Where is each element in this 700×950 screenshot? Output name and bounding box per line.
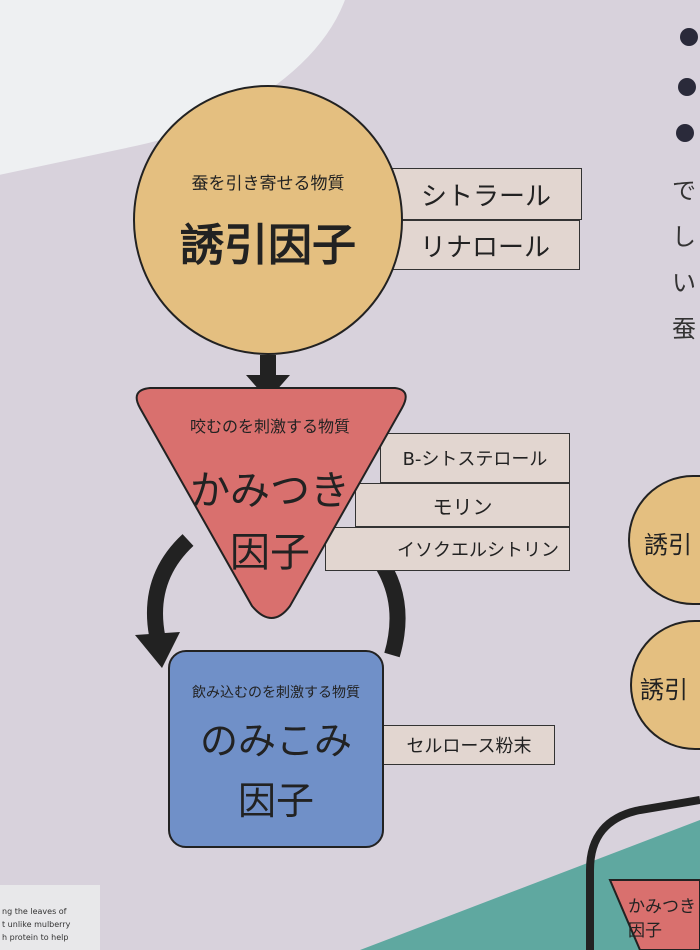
compound-label: セルロース粉末 — [406, 736, 532, 757]
swallowing-factor-box: 飲み込むのを刺激する物質 のみこみ 因子 — [168, 650, 384, 848]
compound-label: B-シトステロール — [402, 449, 548, 470]
compound-label: シトラール — [420, 181, 551, 212]
text-char: 蚕 — [672, 315, 696, 343]
attractant-subtitle: 蚕を引き寄せる物質 — [191, 174, 345, 194]
swallowing-title-line2: 因子 — [237, 779, 314, 823]
footnote-line: ng the leaves of — [2, 907, 67, 916]
text-char: で — [672, 177, 696, 205]
footnote: ng the leaves of t unlike mulberry h pro… — [0, 885, 100, 950]
label-line: かみつき — [628, 897, 696, 917]
compound-label: イソクエルシトリン — [397, 540, 559, 561]
attractant-factor-circle: 蚕を引き寄せる物質 誘引因子 — [133, 85, 403, 355]
bottom-right-label: かみつき 因子 — [628, 895, 696, 943]
compound-isoquercitrin: イソクエルシトリン — [325, 527, 570, 571]
swallowing-subtitle: 飲み込むのを刺激する物質 — [192, 685, 360, 701]
bullet-icon — [678, 78, 696, 96]
compound-morin: モリン — [355, 483, 570, 527]
compound-linalool: リナロール — [390, 220, 580, 270]
label-line: 因子 — [628, 921, 662, 941]
footnote-line: t unlike mulberry — [2, 920, 71, 929]
biting-title-line1: かみつき — [190, 468, 350, 514]
biting-subtitle: 咬むのを刺激する物質 — [189, 417, 350, 436]
right-column-text: で し い 蚕 — [672, 168, 696, 352]
biting-title-line2: 因子 — [230, 530, 310, 576]
swallowing-title-line1: のみこみ — [199, 719, 352, 763]
attractant-title: 誘引因子 — [180, 220, 356, 271]
bullet-icon — [680, 28, 698, 46]
compound-cellulose-powder: セルロース粉末 — [383, 725, 555, 765]
right-circle-label: 誘引 — [640, 676, 688, 704]
bottom-right-diagram — [360, 796, 700, 950]
footnote-line: h protein to help — [2, 933, 69, 942]
text-char: い — [672, 269, 696, 297]
bullet-icon — [676, 124, 694, 142]
arrow-curved-left-icon — [135, 534, 194, 668]
text-char: し — [672, 223, 696, 251]
right-circle-label: 誘引 — [644, 531, 692, 559]
compound-citral: シトラール — [390, 168, 582, 220]
compound-b-sitosterol: B-シトステロール — [380, 433, 570, 483]
compound-label: リナロール — [419, 232, 550, 263]
compound-label: モリン — [432, 494, 493, 519]
